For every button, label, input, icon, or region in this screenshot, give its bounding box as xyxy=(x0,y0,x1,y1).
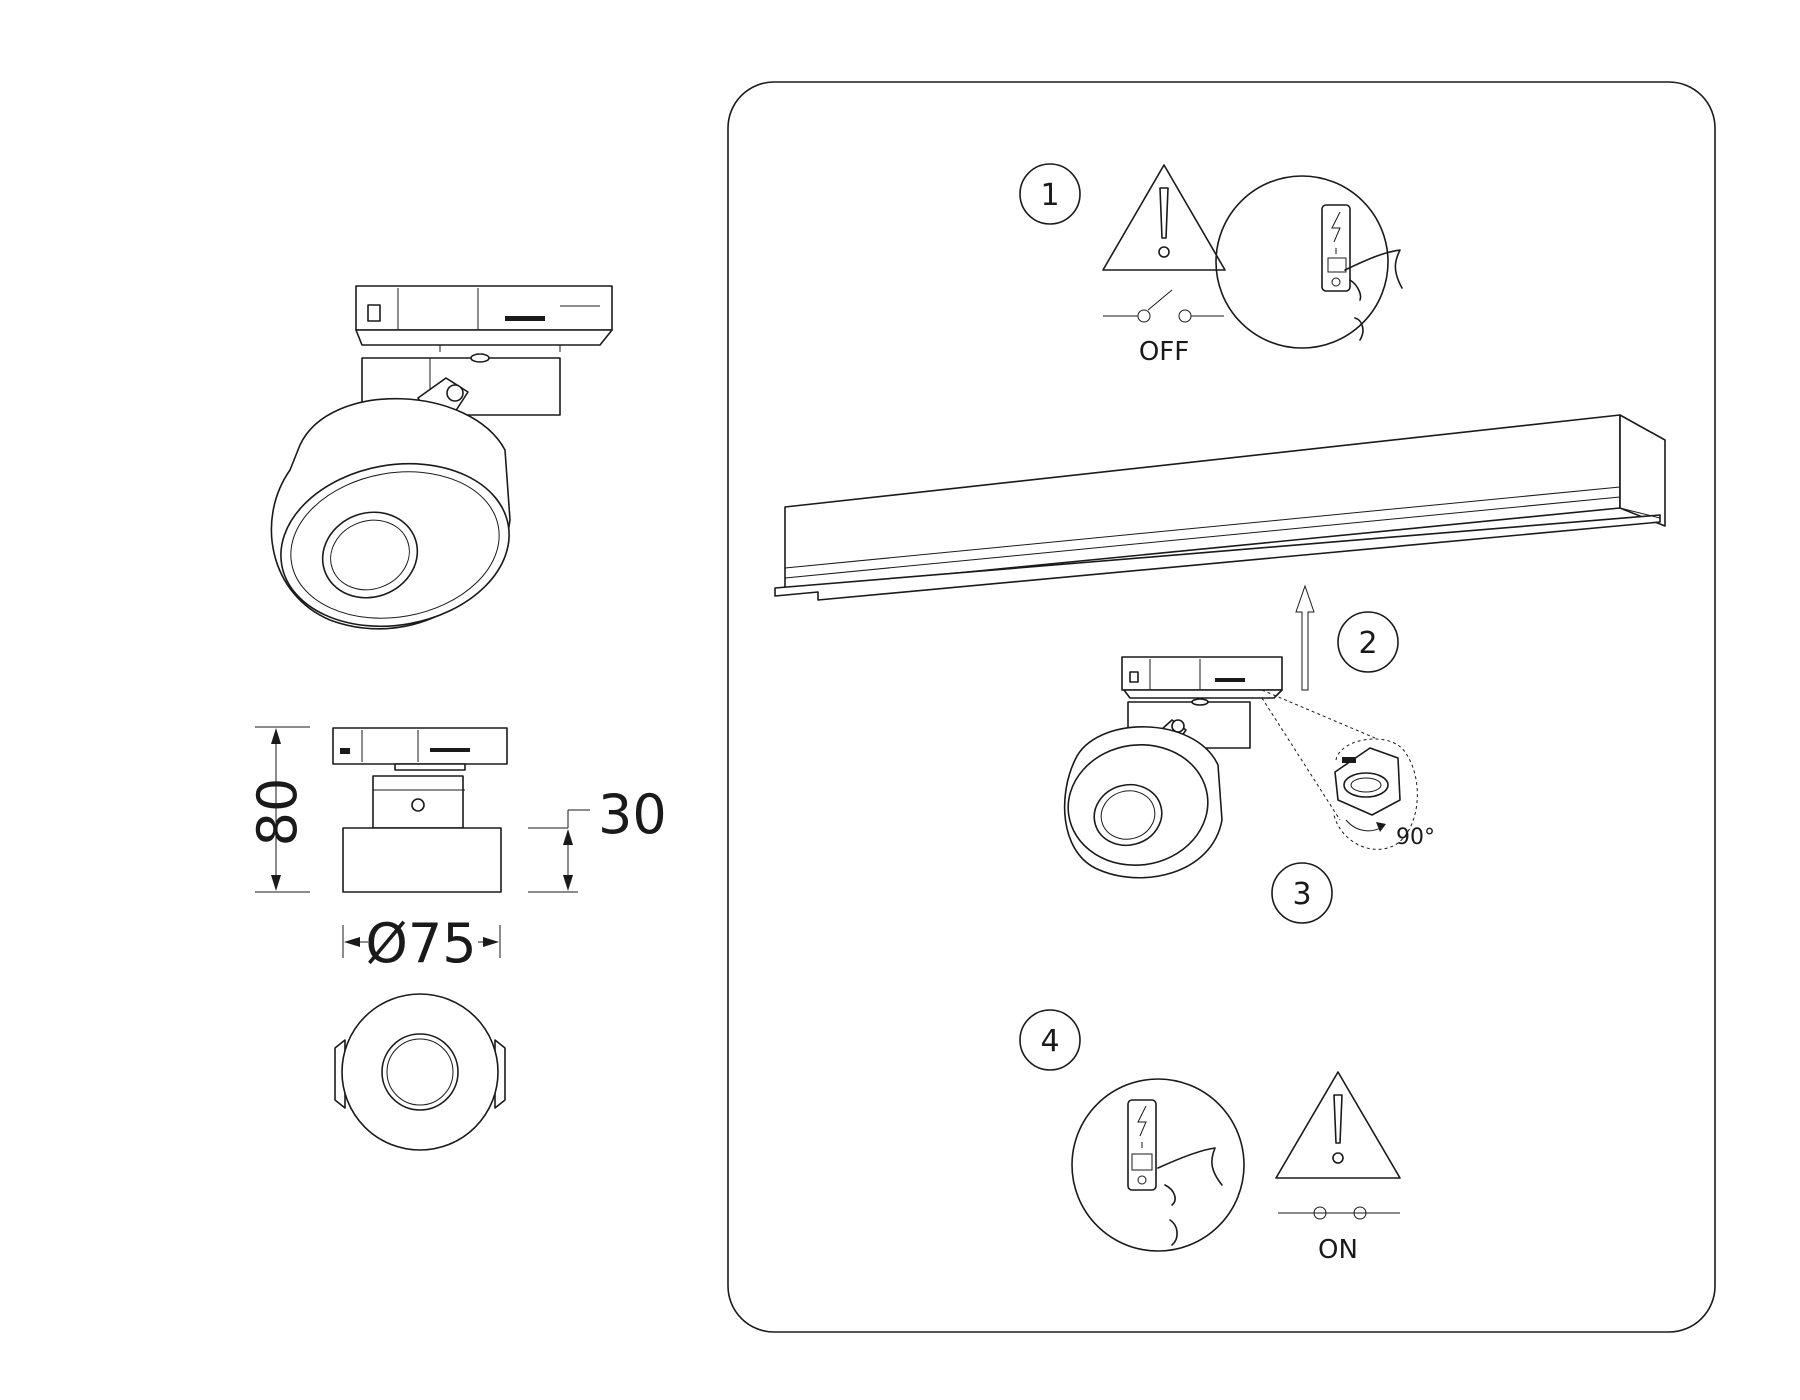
spotlight-iso-view xyxy=(270,285,613,630)
dimension-head-height: 30 xyxy=(528,783,667,893)
arrow-up-icon xyxy=(1295,584,1315,691)
track-rail xyxy=(774,414,1666,601)
step-number-badge xyxy=(1019,163,1081,225)
spotlight-front-view xyxy=(334,993,506,1151)
step-number: 2 xyxy=(1358,626,1377,661)
power-switch-icon xyxy=(1071,1078,1245,1252)
power-switch-icon xyxy=(1215,175,1389,349)
on-label: ON xyxy=(1318,1235,1358,1265)
warning-icon xyxy=(1102,164,1226,271)
step-2: 2 xyxy=(1295,584,1399,691)
rotation-detail-callout: 90° xyxy=(1261,689,1435,850)
step-number: 4 xyxy=(1040,1024,1059,1059)
hand-icon xyxy=(1157,1147,1223,1246)
dimension-diameter: Ø75 xyxy=(342,912,501,975)
diameter-dimension-label: Ø75 xyxy=(365,912,476,975)
step-number: 3 xyxy=(1292,877,1311,912)
switch-off-symbol xyxy=(1103,289,1224,323)
switch-on-symbol xyxy=(1278,1206,1400,1220)
step-number-badge xyxy=(1271,862,1333,924)
height-dimension-label: 80 xyxy=(246,778,309,847)
off-label: OFF xyxy=(1139,337,1189,367)
spotlight-mounting-view xyxy=(1063,656,1283,879)
instructions-panel xyxy=(727,81,1716,1333)
step-number-badge xyxy=(1019,1009,1081,1071)
step-3: 3 xyxy=(1271,862,1333,924)
step-4: 4 ON xyxy=(1019,1009,1401,1265)
head-height-dimension-label: 30 xyxy=(598,783,667,846)
dimension-height: 80 xyxy=(246,726,310,893)
step-number-badge xyxy=(1337,611,1399,673)
warning-icon xyxy=(1275,1071,1401,1179)
spotlight-side-view xyxy=(332,727,508,893)
rotation-angle-label: 90° xyxy=(1396,825,1435,850)
hand-icon xyxy=(1344,249,1403,341)
step-1: 1 OFF xyxy=(1019,163,1403,367)
step-number: 1 xyxy=(1040,178,1059,213)
rotate-icon xyxy=(1345,819,1386,832)
